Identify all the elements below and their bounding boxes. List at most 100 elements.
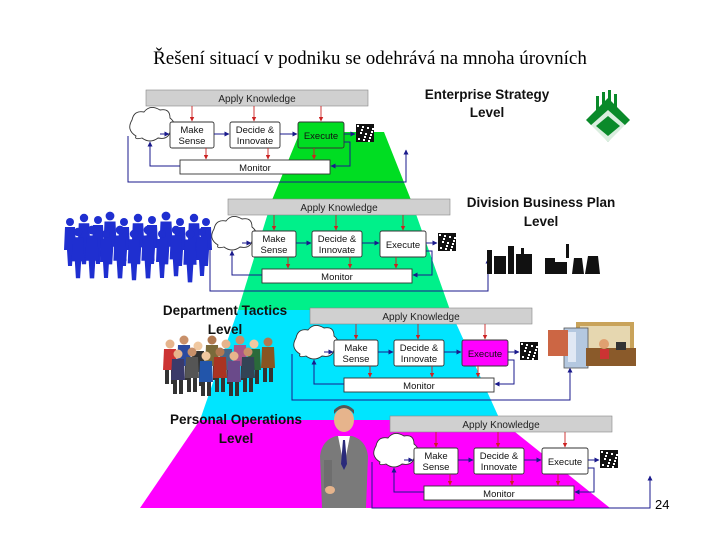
team-member (171, 349, 185, 394)
decide-innovate-box-label-1: Decide & (480, 451, 519, 462)
person-silhouette (169, 225, 183, 277)
apply-knowledge-bar (309, 307, 533, 325)
decide-innovate-box (473, 447, 525, 475)
apply-knowledge-bar (389, 415, 613, 433)
decide-innovate-box (311, 230, 363, 258)
monitor-bar (261, 268, 413, 284)
arrow (127, 136, 409, 183)
apply-knowledge-label: Apply Knowledge (218, 94, 296, 105)
arrow (494, 359, 515, 387)
apply-knowledge-label: Apply Knowledge (300, 203, 378, 214)
monitor-label: Monitor (239, 163, 271, 174)
monitor-label: Monitor (403, 381, 435, 392)
svg-text:Division Business Plan: Division Business Plan (467, 195, 616, 210)
svg-text:Level: Level (524, 214, 559, 229)
arrow (209, 245, 491, 292)
business-team-icon (163, 335, 275, 396)
person-silhouette (196, 228, 208, 276)
arrow (371, 462, 653, 509)
team-member (199, 351, 213, 396)
make-sense-box-label-2: Sense (343, 354, 370, 365)
execute-box-label: Execute (468, 349, 502, 360)
svg-text:Personal Operations: Personal Operations (170, 412, 302, 427)
svg-text:Enterprise Strategy: Enterprise Strategy (425, 87, 550, 102)
apply-knowledge-label: Apply Knowledge (462, 420, 540, 431)
arrow (291, 354, 573, 401)
team-member (261, 337, 275, 382)
slide-title: Řešení situací v podniku se odehrává na … (153, 48, 587, 69)
svg-text:Level: Level (470, 105, 505, 120)
level-label-personal: Personal Operations Level (170, 412, 302, 446)
apply-knowledge-label: Apply Knowledge (382, 312, 460, 323)
apply-knowledge-bar (227, 198, 451, 216)
arrow (412, 250, 433, 278)
execute-box (461, 339, 509, 367)
team-member (241, 347, 255, 392)
execute-box (379, 230, 427, 258)
data-noise-icon (600, 450, 618, 468)
make-sense-box (169, 121, 215, 149)
person-silhouette (156, 230, 168, 278)
person-silhouette (141, 225, 155, 279)
decide-innovate-box-label-2: Innovate (401, 354, 437, 365)
cloud-icon (373, 433, 419, 468)
decide-innovate-box-label-2: Innovate (319, 245, 355, 256)
person-silhouette (85, 225, 99, 279)
person-silhouette (127, 229, 141, 281)
make-sense-box-label-1: Make (424, 451, 447, 462)
svg-text:Level: Level (219, 431, 254, 446)
make-sense-box-label-1: Make (344, 343, 367, 354)
person-silhouette (92, 216, 104, 264)
execute-box (297, 121, 345, 149)
team-member (227, 351, 241, 396)
businessman-icon (320, 405, 368, 508)
monitor-bar (179, 159, 331, 175)
make-sense-box-label-2: Sense (179, 136, 206, 147)
make-sense-box (333, 339, 379, 367)
make-sense-box-label-1: Make (262, 234, 285, 245)
decide-innovate-box-label-1: Decide & (236, 125, 275, 136)
execute-box-label: Execute (304, 131, 338, 142)
monitor-bar (423, 485, 575, 501)
monitor-label: Monitor (483, 489, 515, 500)
monitor-label: Monitor (321, 272, 353, 283)
decide-innovate-box (393, 339, 445, 367)
team-member (185, 347, 199, 392)
arrow (147, 141, 180, 167)
make-sense-box (413, 447, 459, 475)
execute-box-label: Execute (548, 457, 582, 468)
decide-innovate-box-label-1: Decide & (318, 234, 357, 245)
arrow (574, 467, 595, 495)
arrow (311, 359, 344, 385)
level-label-division: Division Business Plan Level (467, 195, 616, 229)
cloud-icon (293, 325, 339, 360)
cloud-icon (211, 216, 257, 251)
decide-innovate-box-label-2: Innovate (237, 136, 273, 147)
svg-text:Department Tactics: Department Tactics (163, 303, 287, 318)
cloud-icon (129, 107, 175, 142)
make-sense-box (251, 230, 297, 258)
execute-box-label: Execute (386, 240, 420, 251)
make-sense-box-label-2: Sense (261, 245, 288, 256)
data-noise-icon (438, 233, 456, 251)
monitor-bar (343, 377, 495, 393)
office-desk-icon (548, 322, 636, 369)
execute-box (541, 447, 589, 475)
arrow (229, 250, 262, 276)
level-label-enterprise: Enterprise Strategy Level (425, 87, 550, 120)
arrow (330, 141, 351, 169)
person-silhouette (183, 229, 197, 283)
decide-innovate-box-label-2: Innovate (481, 462, 517, 473)
make-sense-box-label-2: Sense (423, 462, 450, 473)
crowd-of-people-icon (64, 211, 212, 283)
data-noise-icon (520, 342, 538, 360)
team-member (213, 347, 227, 392)
data-noise-icon (356, 124, 374, 142)
person-silhouette (71, 227, 85, 279)
forest-building-logo-icon (586, 90, 630, 142)
person-silhouette (113, 225, 127, 279)
